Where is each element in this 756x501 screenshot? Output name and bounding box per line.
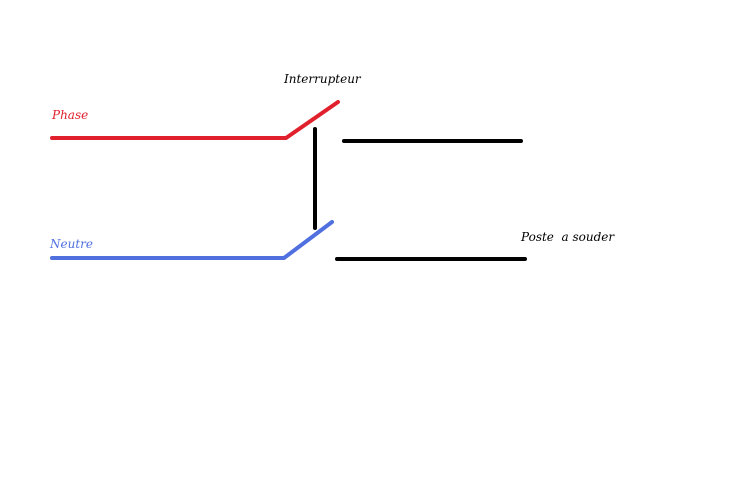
neutral-label: Neutre	[50, 237, 93, 251]
neutral-wire	[50, 220, 334, 260]
phase-wire	[50, 100, 340, 140]
switch-label: Interrupteur	[284, 72, 361, 86]
phase-label: Phase	[52, 108, 89, 122]
welder-label: Poste a souder	[521, 230, 615, 244]
